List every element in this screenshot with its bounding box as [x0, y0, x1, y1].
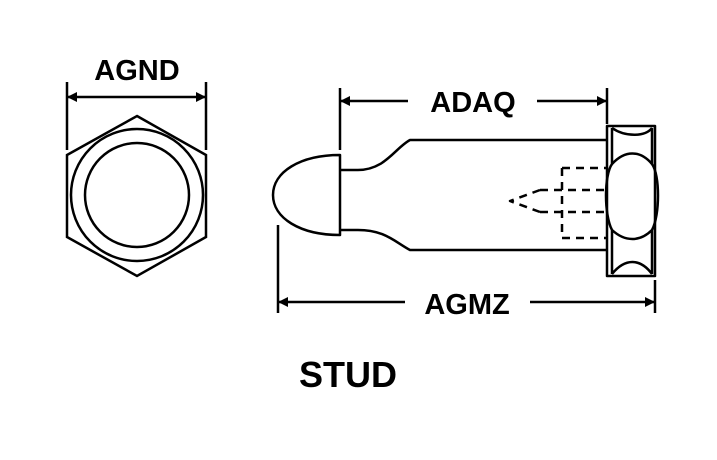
hex-width-dimension	[65, 82, 208, 150]
hex-head-facets	[604, 126, 660, 275]
overall-length-label: AGMZ	[424, 289, 509, 321]
dome-tip	[271, 153, 342, 237]
overall-length-dimension	[276, 225, 657, 313]
outer-bore-circle	[69, 127, 205, 263]
body-length-dimension	[338, 88, 609, 150]
hidden-bore	[508, 166, 607, 240]
part-name-title: STUD	[299, 354, 397, 395]
hex-head	[605, 124, 657, 278]
hex-end-view	[65, 114, 208, 278]
inner-bore-circle	[83, 141, 191, 249]
body-length-label: ADAQ	[430, 87, 515, 119]
stud-side-view	[271, 124, 660, 278]
stud-body	[340, 138, 607, 252]
hex-width-label: AGND	[94, 55, 179, 87]
hex-outline	[65, 114, 208, 278]
